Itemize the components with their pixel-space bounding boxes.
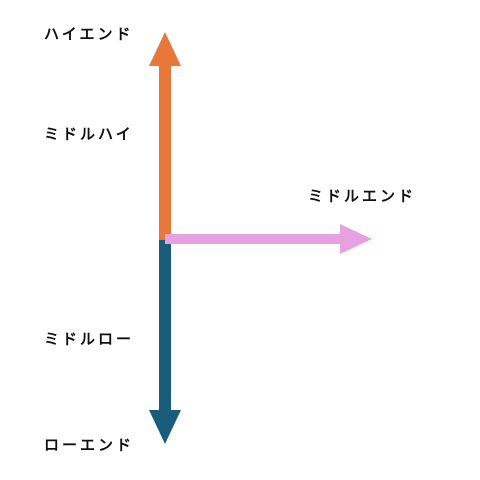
down-arrow-head: [149, 410, 181, 444]
right-arrow-shaft: [165, 234, 343, 244]
label-middle-end: ミドルエンド: [308, 187, 417, 205]
label-middle-high: ミドルハイ: [44, 125, 134, 143]
label-high-end: ハイエンド: [44, 25, 134, 43]
label-low-end: ローエンド: [44, 436, 135, 454]
down-arrow-shaft: [159, 240, 171, 412]
up-arrow-shaft: [159, 62, 171, 240]
up-arrow-head: [149, 32, 181, 66]
right-arrow-head: [340, 224, 372, 254]
label-middle-low: ミドルロー: [44, 330, 135, 348]
